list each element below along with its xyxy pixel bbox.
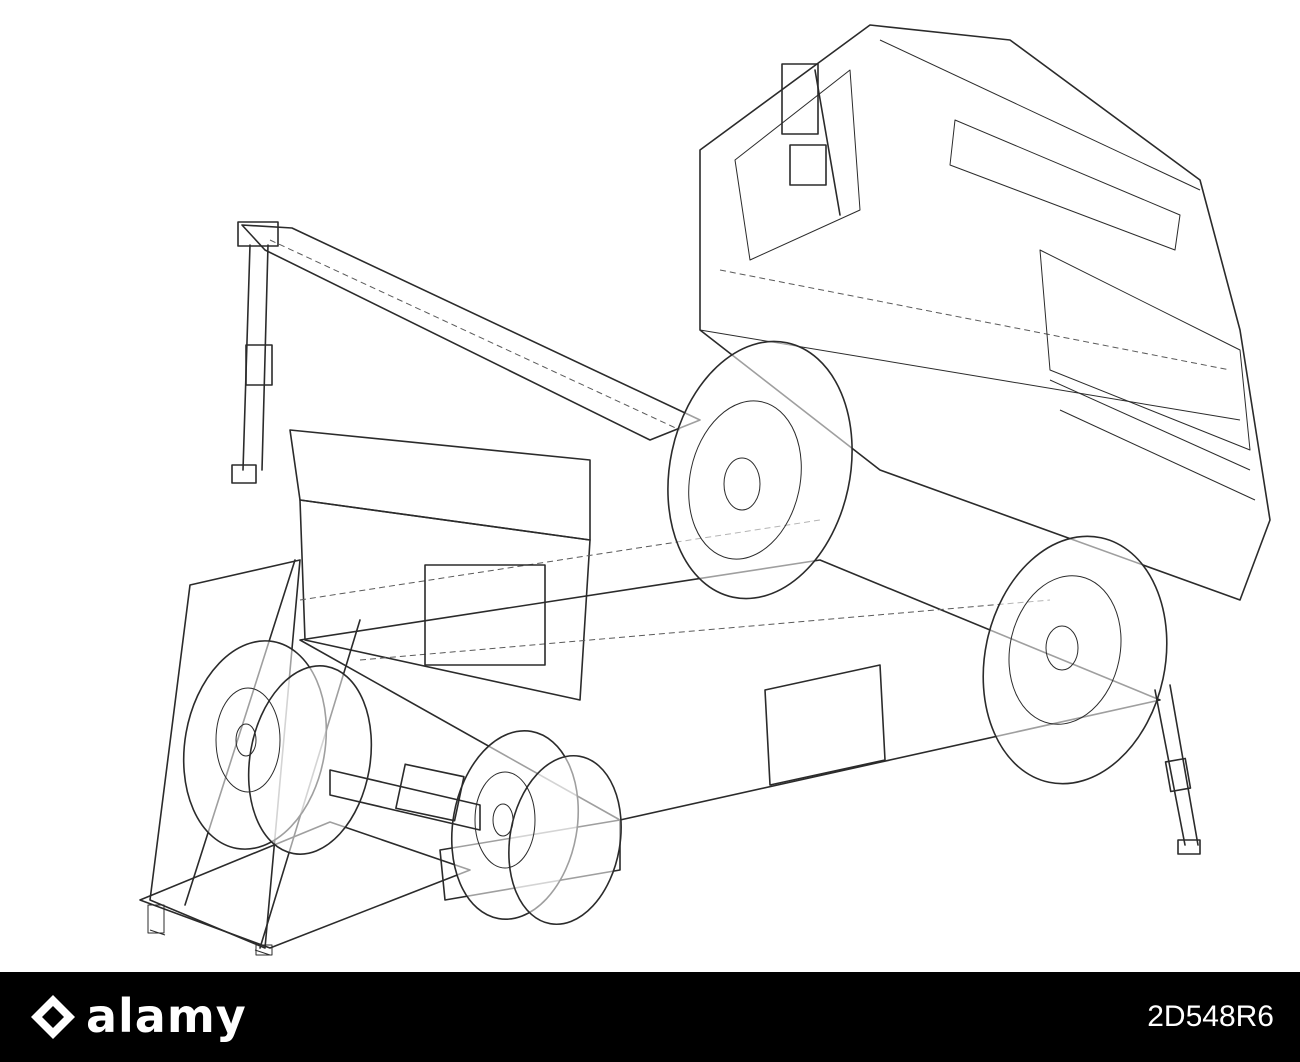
crane-boom [231,221,701,701]
stock-image-id: 2D548R6 [1147,1000,1274,1033]
wireframe-drawing [139,24,1271,956]
stock-watermark-bar: alamy 2D548R6 [0,972,1300,1062]
outrigger-leg [1154,684,1201,855]
wheels [182,340,1168,926]
stock-brand-name: alamy [86,989,247,1043]
rear-left-wheel [182,640,373,855]
front-left-wheel [667,340,853,600]
tow-truck-wireframe-illustration [139,24,1271,956]
alamy-logo-icon [31,995,75,1039]
rear-axle [329,763,481,831]
rear-right-wheel [450,730,622,926]
front-right-wheel [982,535,1168,785]
